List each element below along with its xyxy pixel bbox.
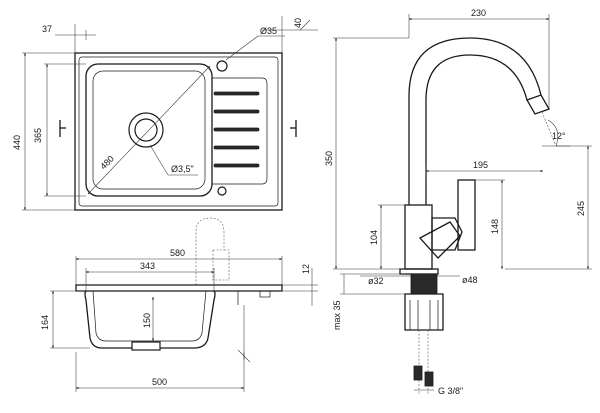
dim-spout-reach: 195 — [473, 160, 488, 170]
drainboard-grooves — [213, 91, 260, 168]
sink-rim-section — [75, 284, 283, 292]
dim-drain-hole: Ø3,5" — [171, 164, 194, 174]
mount-nut — [404, 293, 444, 331]
spout-outer — [408, 37, 542, 205]
dim-total-depth: 164 — [40, 315, 50, 330]
drain-inner — [134, 118, 158, 142]
dim-rim-height: 12 — [301, 264, 311, 274]
rim-clip — [259, 290, 271, 298]
sink-section-view: 580 343 12 164 150 500 — [40, 217, 318, 392]
dim-faucet-height: 350 — [324, 151, 334, 166]
faucet-hole-icon — [216, 60, 228, 72]
handle-lever — [457, 179, 476, 251]
drainboard — [212, 77, 268, 185]
dim-spout-angle: 12° — [552, 131, 566, 141]
spout-axis — [541, 111, 557, 147]
spout-tip — [526, 94, 550, 115]
dim-bowl-height: 365 — [33, 128, 43, 143]
spout-inner — [425, 54, 528, 205]
drain-section — [131, 341, 161, 351]
sink-outline — [74, 52, 283, 211]
faucet-body — [404, 204, 433, 270]
dim-faucet-width: 230 — [471, 8, 486, 18]
threaded-connector — [410, 273, 438, 295]
dim-right-offset: 40 — [293, 18, 303, 28]
faucet-view: 230 350 195 245 148 12° 104 ø32 ø48 — [324, 8, 592, 396]
dim-body-height: 104 — [369, 230, 379, 245]
overflow-hole-icon — [217, 186, 227, 196]
bowl-outer — [85, 63, 213, 197]
dim-bowl-depth: 150 — [142, 313, 152, 328]
section-mark-left — [59, 120, 66, 137]
faucet-ghost-body — [212, 249, 230, 281]
dim-base-diameter: ø48 — [462, 275, 478, 285]
dim-total-width: 580 — [170, 248, 185, 258]
sink-rim — [78, 56, 279, 207]
faucet-ghost — [195, 217, 225, 285]
dim-bowl-width: 343 — [140, 261, 155, 271]
dim-base-width: 500 — [152, 377, 167, 387]
dim-diagonal: 480 — [98, 154, 116, 172]
mount-nut-teeth — [409, 300, 439, 330]
dim-handle-height: 148 — [490, 219, 500, 234]
dim-total-height: 440 — [12, 135, 22, 150]
bowl-section-inner — [92, 290, 207, 342]
dim-pipe-diameter: ø32 — [368, 276, 384, 286]
faucet-base — [399, 268, 439, 275]
dim-top-offset: 37 — [42, 24, 52, 34]
dim-faucet-hole: Ø35 — [260, 26, 277, 36]
hose-fitting-left — [413, 365, 423, 381]
dim-max-thickness: max 35 — [332, 300, 342, 330]
section-mark-right — [290, 120, 297, 137]
handle-cone — [418, 221, 461, 259]
sink-top-view: 480 Ø35 Ø3,5" 37 440 365 — [12, 16, 318, 211]
hose-fitting-right — [424, 371, 434, 387]
dim-connection: G 3/8" — [438, 386, 463, 396]
dim-spout-height: 245 — [576, 201, 586, 216]
